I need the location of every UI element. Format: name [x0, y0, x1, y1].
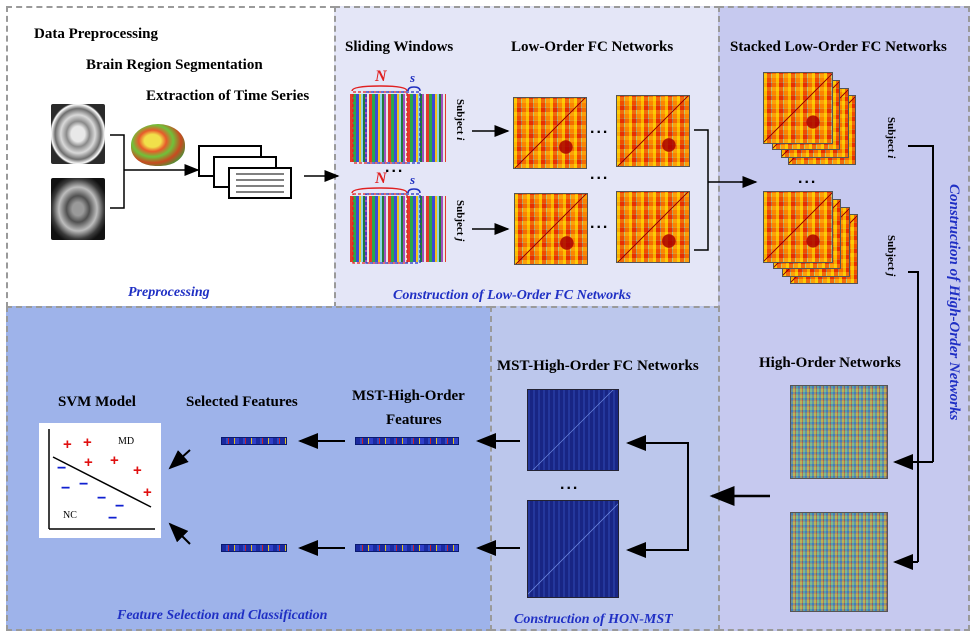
svm-plus-6: + [143, 484, 152, 501]
stacked-fc-i-1 [763, 72, 833, 144]
svm-class-md: MD [118, 436, 135, 447]
ellipsis-fc-mid: ... [590, 166, 610, 183]
svm-minus-6: − [108, 510, 118, 527]
mst-network-2 [527, 500, 619, 598]
arrow-selected-to-svm-top [168, 449, 191, 470]
fc-network-i-2 [616, 95, 690, 167]
sliding-windows-label: Sliding Windows [345, 39, 454, 55]
svm-axes-svg [48, 429, 155, 530]
fc-network-j-2 [616, 191, 690, 263]
hon-mst-caption: Construction of HON-MST [514, 612, 673, 627]
ellipsis-fc-i: ... [590, 120, 610, 137]
ellipsis-fc-j: ... [590, 215, 610, 232]
stacked-low-order-label: Stacked Low-Order FC Networks [730, 39, 947, 55]
high-order-network-1 [790, 385, 888, 479]
svm-plus-3: + [84, 454, 93, 471]
selected-features-bar-2 [221, 544, 287, 552]
mri-fmri-image [51, 178, 105, 240]
brain-region-segmentation-label: Brain Region Segmentation [86, 57, 263, 73]
selected-features-label: Selected Features [186, 394, 298, 410]
high-order-network-2 [790, 512, 888, 612]
svm-plus-1: + [63, 436, 72, 453]
bracket-line [110, 134, 196, 209]
data-preprocessing-label: Data Preprocessing [34, 26, 159, 42]
high-order-networks-label: High-Order Networks [759, 355, 901, 371]
fc-network-j-1 [514, 193, 588, 265]
svm-plus-2: + [83, 434, 92, 451]
extraction-time-series-label: Extraction of Time Series [146, 88, 310, 104]
svm-class-nc: NC [63, 510, 77, 521]
svm-minus-5: − [115, 498, 125, 515]
ellipsis-ts: ... [385, 159, 405, 176]
mst-features-label-line2: Features [386, 412, 442, 428]
window-N-label-j: N [375, 170, 387, 187]
preprocessing-caption: Preprocessing [128, 285, 210, 300]
segmented-brain-image [131, 124, 185, 166]
stacked-fc-j-1 [763, 191, 833, 263]
arrow-selected-to-svm-bottom [168, 522, 191, 545]
low-order-caption: Construction of Low-Order FC Networks [393, 288, 632, 303]
mst-high-order-fc-label: MST-High-Order FC Networks [497, 358, 699, 374]
mst-network-1 [527, 389, 619, 471]
svm-minus-4: − [97, 490, 107, 507]
feature-selection-caption: Feature Selection and Classification [117, 608, 328, 623]
mri-axial-image [51, 104, 105, 164]
svm-plot: + + + + + + MD − − − − − − NC [39, 423, 161, 538]
svm-model-label: SVM Model [58, 394, 136, 410]
svm-minus-1: − [57, 460, 67, 477]
window-s-label-j: s [410, 172, 416, 187]
ellipsis-stacked: ... [798, 170, 818, 187]
mst-features-bar-2 [355, 544, 459, 552]
ellipsis-mst: ... [560, 476, 580, 493]
window-N-label: N [375, 68, 387, 85]
svm-plus-5: + [133, 462, 142, 479]
fc-network-i-1 [513, 97, 587, 169]
svm-plus-4: + [110, 452, 119, 469]
svm-minus-3: − [79, 476, 89, 493]
svm-decision-boundary [52, 456, 152, 508]
mst-features-label-line1: MST-High-Order [352, 388, 465, 404]
low-order-fc-networks-label: Low-Order FC Networks [511, 39, 674, 55]
mst-features-bar-1 [355, 437, 459, 445]
svm-minus-2: − [61, 480, 71, 497]
window-s-label: s [410, 70, 416, 85]
selected-features-bar-1 [221, 437, 287, 445]
